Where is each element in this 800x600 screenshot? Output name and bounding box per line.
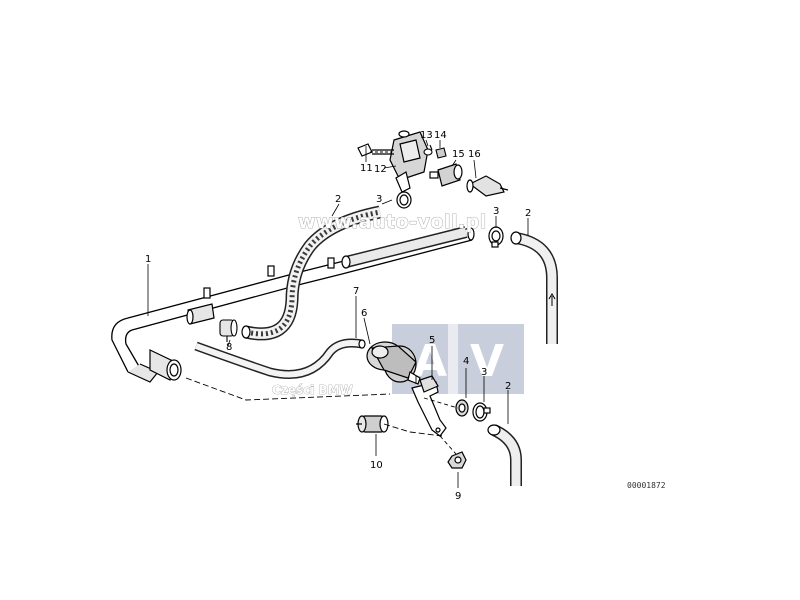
part-2-upper-hose	[241, 205, 382, 341]
part-2-rail-hose	[341, 226, 468, 269]
callout-3-lower: 3	[481, 367, 487, 378]
callout-1: 1	[145, 254, 151, 265]
callout-8: 8	[226, 342, 232, 353]
part-15-connector	[429, 163, 463, 187]
callout-3-upper: 3	[376, 194, 382, 205]
part-13-14-screws	[423, 144, 447, 159]
callout-4: 4	[463, 356, 469, 367]
callout-2-right: 2	[525, 208, 531, 219]
callout-2-lower: 2	[505, 381, 511, 392]
callout-6: 6	[361, 308, 367, 319]
callout-3-right: 3	[493, 206, 499, 217]
callout-numbers: 1 2 2 2 3 3 3 4 5 6 7 8 9 10 11 12 13 14…	[145, 130, 531, 502]
part-2-right-hose	[510, 231, 558, 344]
part-9-nut	[447, 451, 467, 469]
part-5-bracket	[411, 375, 447, 437]
callout-10: 10	[370, 460, 383, 471]
part-10-connector	[356, 415, 389, 433]
part-3-right-clamp	[488, 226, 504, 248]
leader-lines	[147, 139, 529, 488]
callout-14: 14	[434, 130, 447, 141]
part-12-valve	[389, 130, 429, 193]
part-3-lower-clamp	[472, 402, 491, 422]
callout-13: 13	[420, 130, 433, 141]
watermark-parts-text: Części BMW	[272, 383, 353, 397]
callout-5: 5	[429, 335, 435, 346]
part-7-vacuum-hose	[194, 338, 366, 379]
part-2-lower-hose	[487, 424, 522, 486]
part-11-fitting	[357, 143, 394, 157]
callout-7: 7	[353, 286, 359, 297]
watermark-logo-v: V	[470, 336, 504, 387]
callout-9: 9	[455, 491, 461, 502]
callout-15: 15	[452, 149, 465, 160]
part-16-cap	[466, 175, 509, 197]
watermark-url: www.auto-voll.pl	[298, 211, 487, 233]
diagram-part-number: 00001872	[627, 481, 666, 490]
part-3-upper-clamp	[396, 191, 412, 209]
part-4-bushing	[455, 399, 469, 417]
assembly-guide-lines	[185, 151, 459, 455]
part-8-bushing	[219, 319, 238, 342]
callout-2-upper: 2	[335, 194, 341, 205]
callout-16: 16	[468, 149, 481, 160]
callout-11: 11	[360, 163, 373, 174]
callout-12: 12	[374, 164, 387, 175]
part-6-damper	[366, 341, 421, 385]
